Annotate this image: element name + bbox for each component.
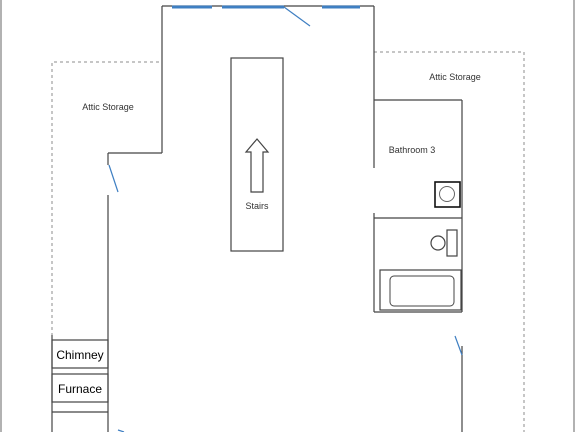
door-swing-top: [283, 6, 311, 27]
stairs-label: Stairs: [245, 201, 269, 211]
attic-storage-left-label: Attic Storage: [82, 102, 134, 112]
chimney-label: Chimney: [56, 348, 103, 362]
chimney-box: [51, 339, 109, 369]
attic-storage-right-label: Attic Storage: [429, 72, 481, 82]
arrow-up-icon: [244, 138, 270, 193]
stairs-box: [230, 57, 284, 252]
toilet-bowl-icon: [430, 235, 446, 251]
sink-basin-icon: [439, 186, 455, 202]
bathtub-outer: [379, 269, 462, 311]
sink-box: [434, 181, 461, 208]
furnace-box: [51, 373, 109, 403]
utility-boxes: Chimney Furnace: [51, 335, 109, 432]
walls: [107, 5, 463, 432]
stairs: Stairs: [230, 57, 284, 252]
bathtub-inner: [389, 275, 455, 307]
furnace-label: Furnace: [58, 382, 102, 396]
door-swing-left: [108, 164, 119, 193]
toilet-tank: [446, 229, 458, 257]
attic-outline: [51, 51, 525, 432]
bathroom-fixtures: [379, 181, 462, 311]
door-swing-right: [454, 335, 463, 356]
bathroom-3-label: Bathroom 3: [389, 145, 436, 155]
